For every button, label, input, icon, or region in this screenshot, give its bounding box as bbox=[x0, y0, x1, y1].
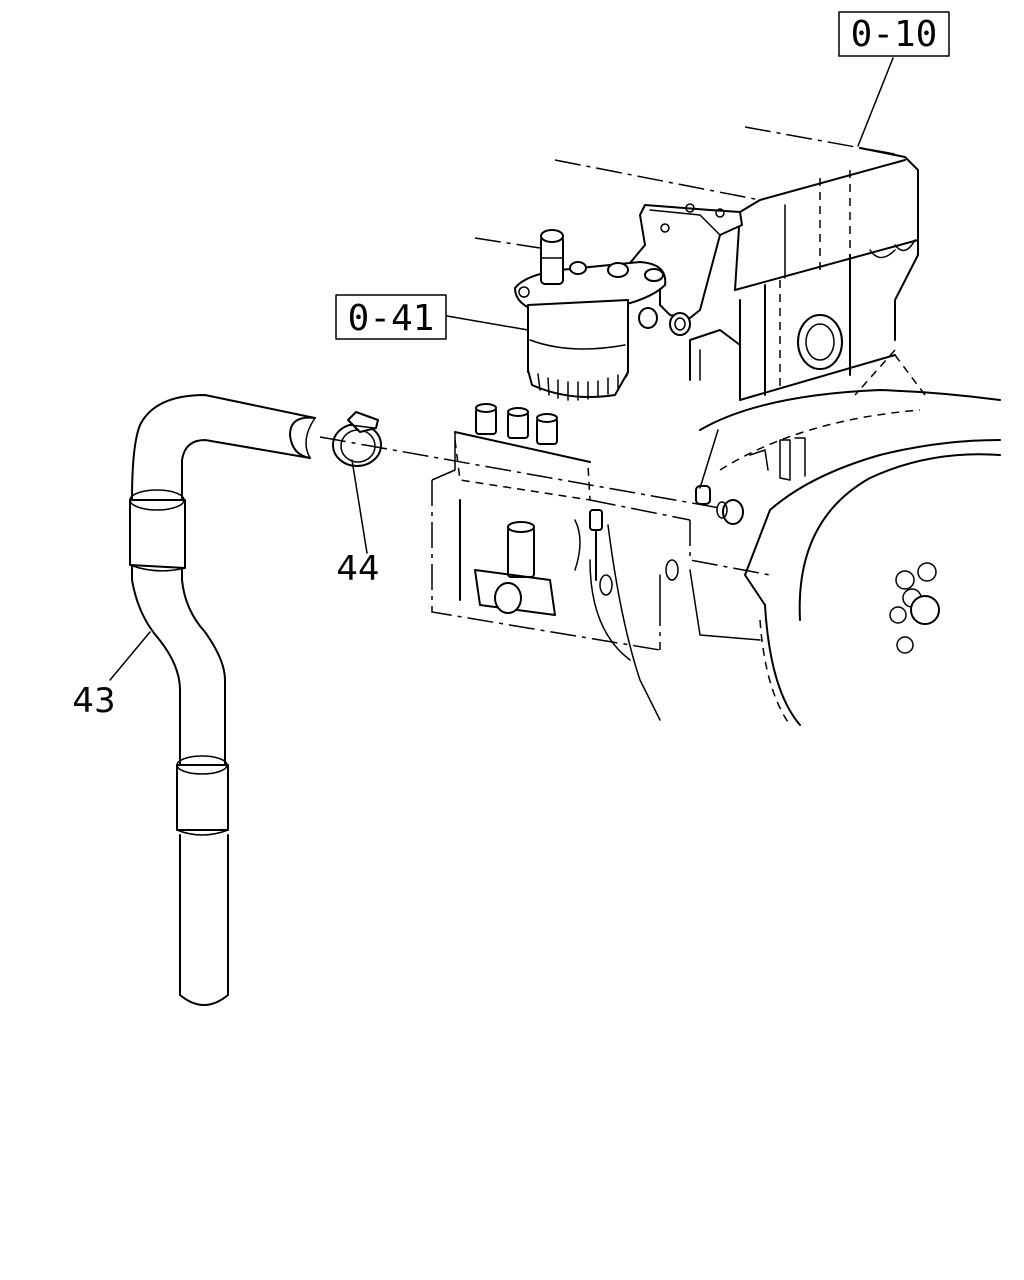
fuel-filter bbox=[514, 203, 743, 401]
callout-44: 44 bbox=[336, 549, 379, 589]
leader-44 bbox=[351, 459, 368, 554]
fuel-hose bbox=[129, 394, 316, 1006]
callout-0-41: 0-41 bbox=[348, 298, 435, 339]
injection-pump bbox=[431, 403, 771, 721]
leader-43 bbox=[109, 631, 151, 681]
flywheel-housing bbox=[699, 389, 1001, 726]
leader-0-10 bbox=[857, 57, 894, 147]
hose-clip bbox=[332, 411, 382, 467]
leader-0-41 bbox=[446, 315, 529, 331]
callout-43: 43 bbox=[72, 681, 115, 721]
callout-0-10: 0-10 bbox=[851, 14, 938, 55]
callout-box-0-10 bbox=[838, 11, 950, 57]
callout-box-0-41 bbox=[335, 294, 447, 340]
engine-block bbox=[474, 126, 926, 401]
